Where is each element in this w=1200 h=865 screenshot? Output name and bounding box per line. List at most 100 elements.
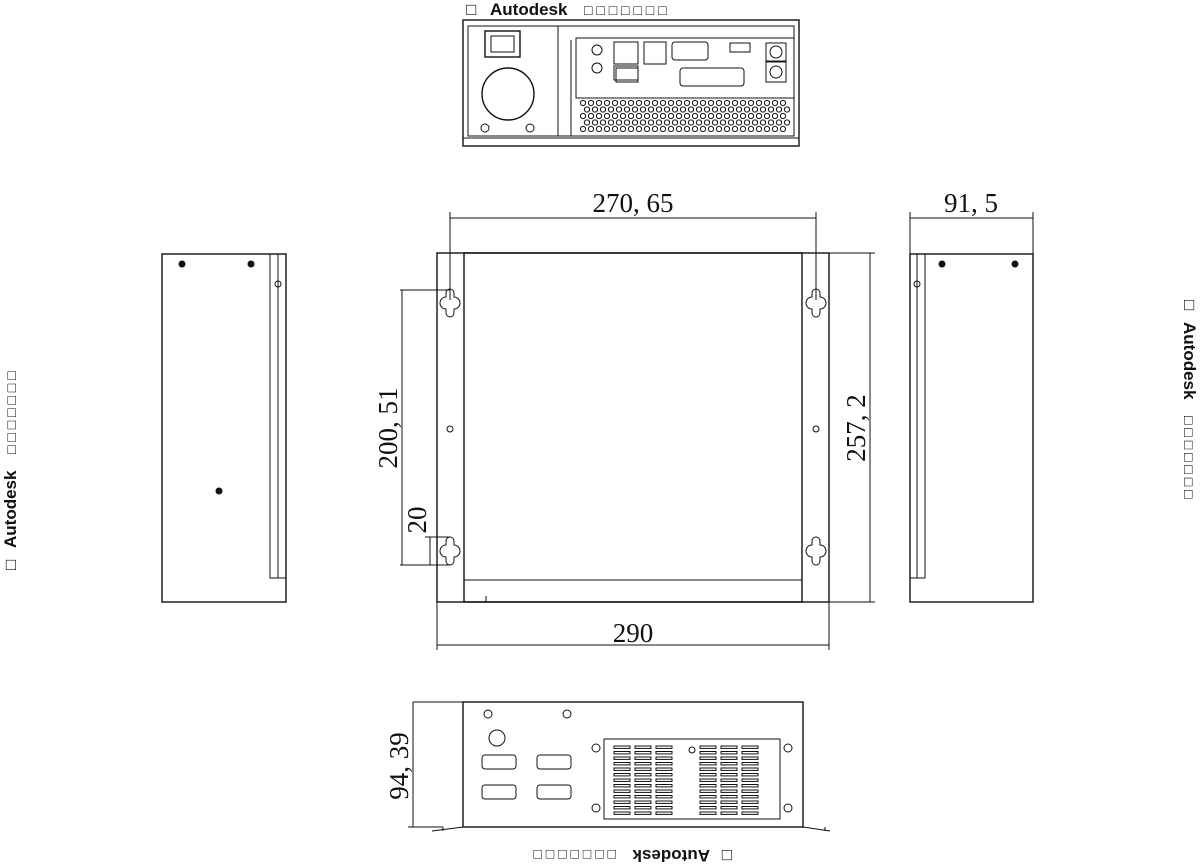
- vent-hole: [691, 112, 699, 120]
- vent-slot: [699, 806, 717, 810]
- vent-hole: [699, 99, 707, 107]
- usb-port-icon: [643, 41, 667, 65]
- vent-slot: [741, 778, 759, 782]
- vent-slot: [741, 789, 759, 793]
- fan-icon: [481, 67, 535, 121]
- vent-hole: [779, 125, 787, 133]
- vent-slot: [720, 778, 738, 782]
- vent-slot: [741, 811, 759, 815]
- vent-hole: [611, 99, 619, 107]
- vent-hole: [691, 99, 699, 107]
- vent-slot: [699, 756, 717, 760]
- vent-hole: [763, 99, 771, 107]
- vent-hole: [595, 125, 603, 133]
- vent-slot: [741, 806, 759, 810]
- serial-port-icon: [536, 754, 572, 770]
- vent-hole: [747, 99, 755, 107]
- hdmi-port-icon: [729, 42, 751, 53]
- vent-hole: [755, 112, 763, 120]
- vent-slot: [613, 751, 631, 755]
- vent-hole: [691, 125, 699, 133]
- vent-hole: [719, 106, 727, 113]
- vent-hole: [675, 99, 683, 107]
- vent-slot: [655, 806, 673, 810]
- vent-hole: [695, 119, 703, 126]
- serial-port-icon: [481, 754, 517, 770]
- vent-hole: [695, 106, 703, 113]
- vent-hole: [707, 99, 715, 107]
- vent-slot: [655, 784, 673, 788]
- keyhole-slot-icon: [439, 536, 461, 566]
- svg-text:Autodesk: Autodesk: [632, 846, 710, 865]
- vent-slot: [634, 745, 652, 749]
- vent-slot: [720, 784, 738, 788]
- vent-hole: [591, 106, 599, 113]
- vent-slot: [741, 751, 759, 755]
- vent-hole: [599, 106, 607, 113]
- vent-hole: [687, 119, 695, 126]
- vent-hole: [707, 125, 715, 133]
- vent-hole: [587, 99, 595, 107]
- vent-slot: [634, 762, 652, 766]
- vent-hole: [771, 125, 779, 133]
- vent-grid: [579, 99, 791, 133]
- vent-slot: [634, 773, 652, 777]
- vent-slot: [741, 762, 759, 766]
- vent-hole: [763, 112, 771, 120]
- vent-hole: [627, 125, 635, 133]
- vent-hole: [711, 119, 719, 126]
- vent-hole: [687, 106, 695, 113]
- vent-hole: [779, 99, 787, 107]
- vent-slot: [741, 784, 759, 788]
- front-view: [436, 252, 830, 603]
- dimension-hole-offset: 20: [402, 507, 450, 565]
- vent-slot: [655, 756, 673, 760]
- vent-slot: [699, 784, 717, 788]
- vent-hole: [747, 125, 755, 133]
- vent-slot: [634, 778, 652, 782]
- vent-hole: [611, 112, 619, 120]
- vent-hole: [755, 125, 763, 133]
- audio-jack-icon: [591, 44, 603, 56]
- vent-hole: [627, 99, 635, 107]
- vent-hole: [611, 125, 619, 133]
- vent-slot: [699, 800, 717, 804]
- vent-hole: [651, 99, 659, 107]
- vent-hole: [755, 99, 763, 107]
- vent-slot: [720, 745, 738, 749]
- vent-hole: [631, 106, 639, 113]
- serial-port-icon: [481, 784, 517, 800]
- vent-hole: [743, 106, 751, 113]
- vent-slot: [613, 745, 631, 749]
- audio-jack-icon: [591, 62, 603, 74]
- vent-hole: [579, 125, 587, 133]
- vent-hole: [739, 99, 747, 107]
- vent-slots: [613, 745, 759, 815]
- vent-hole: [771, 112, 779, 120]
- mounting-bracket: [436, 252, 830, 603]
- vent-hole: [643, 125, 651, 133]
- right-side-view: [909, 253, 1034, 603]
- svg-text:Autodesk: Autodesk: [490, 0, 568, 19]
- keyhole-slot-icon: [805, 536, 827, 566]
- vent-hole: [715, 125, 723, 133]
- vent-hole: [667, 125, 675, 133]
- vent-hole: [667, 99, 675, 107]
- vent-hole: [639, 106, 647, 113]
- vent-hole: [635, 99, 643, 107]
- vent-slot: [634, 751, 652, 755]
- vent-hole: [675, 125, 683, 133]
- vent-hole: [607, 106, 615, 113]
- vent-slot: [699, 795, 717, 799]
- vent-slot: [634, 784, 652, 788]
- vent-hole: [783, 106, 791, 113]
- vent-hole: [619, 112, 627, 120]
- vent-hole: [667, 112, 675, 120]
- dimension-depth: 91, 5: [909, 188, 1034, 254]
- vent-slot: [741, 745, 759, 749]
- svg-text:□: □: [1, 560, 20, 570]
- vent-hole: [651, 112, 659, 120]
- vent-slot: [613, 800, 631, 804]
- vent-hole: [759, 119, 767, 126]
